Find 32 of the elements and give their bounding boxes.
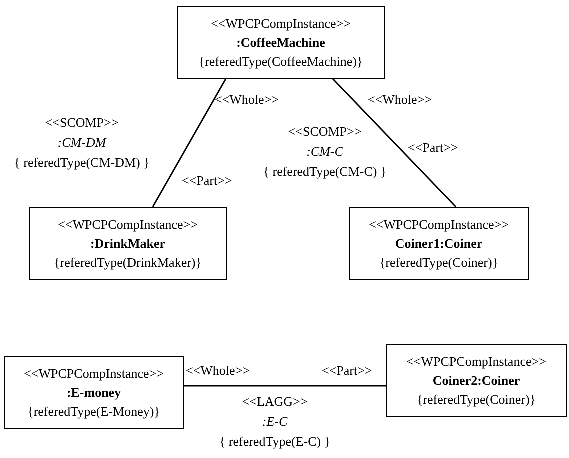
type-constraint: {referedType(CoffeeMachine)} xyxy=(198,54,364,70)
type-constraint: {referedType(Coiner)} xyxy=(379,254,499,270)
role-label: <<Part>> xyxy=(408,140,458,156)
role-label: <<Whole>> xyxy=(368,92,432,108)
instance-box xyxy=(386,344,567,417)
stereotype-text: <<WPCPCompInstance>> xyxy=(211,16,351,32)
stereotype-text: <<WPCPCompInstance>> xyxy=(24,366,164,382)
role-label: <<Part>> xyxy=(182,173,232,189)
type-constraint: {referedType(DrinkMaker)} xyxy=(54,254,202,270)
connector-line xyxy=(152,78,227,208)
edge-label: <<SCOMP>> :CM-C { referedType(CM-C) } xyxy=(263,123,387,181)
stereotype-text: <<WPCPCompInstance>> xyxy=(369,216,509,232)
type-constraint: {referedType(E-Money)} xyxy=(28,404,160,420)
edge-label: <<SCOMP>> :CM-DM { referedType(CM-DM) } xyxy=(14,114,150,172)
instance-box xyxy=(29,207,227,280)
role-label: <<Whole>> xyxy=(215,92,279,108)
instance-name: :DrinkMaker xyxy=(90,236,166,252)
role-label: <<Whole>> xyxy=(186,363,250,379)
edge-label: <<LAGG>> :E-C { referedType(E-C) } xyxy=(219,393,331,451)
stereotype-text: <<WPCPCompInstance>> xyxy=(406,354,546,370)
connector-line xyxy=(184,385,386,387)
connector-line xyxy=(332,78,457,208)
instance-box xyxy=(4,356,184,429)
instance-box xyxy=(177,6,385,79)
instance-name: :E-money xyxy=(66,384,122,400)
instance-name: Coiner1:Coiner xyxy=(395,236,483,252)
stereotype-text: <<WPCPCompInstance>> xyxy=(58,216,198,232)
instance-box xyxy=(349,207,529,280)
type-constraint: {referedType(Coiner)} xyxy=(416,392,536,408)
role-label: <<Part>> xyxy=(322,363,372,379)
instance-name: :CoffeeMachine xyxy=(236,34,326,50)
instance-name: Coiner2:Coiner xyxy=(432,372,520,388)
